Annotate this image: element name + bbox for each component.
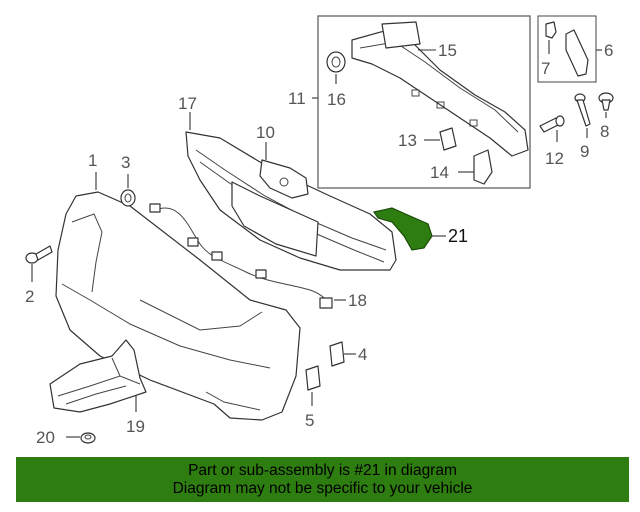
callout-15: 15 xyxy=(438,41,457,60)
callout-11: 11 xyxy=(288,89,306,108)
callout-13: 13 xyxy=(398,131,417,150)
bracket-21-highlighted xyxy=(373,207,433,251)
callout-7: 7 xyxy=(541,59,550,78)
retainer-5 xyxy=(305,365,321,391)
inset-box xyxy=(317,15,531,189)
clip-7 xyxy=(545,21,557,39)
callout-1: 1 xyxy=(88,151,97,170)
retainer-4 xyxy=(329,341,345,367)
callout-9: 9 xyxy=(580,142,589,161)
callout-4: 4 xyxy=(358,345,367,364)
banner-line-1: Part or sub-assembly is #21 in diagram xyxy=(188,462,457,479)
callout-2: 2 xyxy=(25,287,34,306)
callout-18: 18 xyxy=(348,291,367,310)
bracket-6 xyxy=(565,29,589,77)
bracket-10 xyxy=(259,159,309,199)
callout-20: 20 xyxy=(36,428,55,447)
callout-17: 17 xyxy=(178,94,197,113)
callout-14: 14 xyxy=(430,163,449,182)
under-shield xyxy=(49,339,147,413)
callout-10: 10 xyxy=(256,123,275,142)
nut-20 xyxy=(80,432,96,444)
bracket-14 xyxy=(473,149,493,185)
reinforcement-beam xyxy=(351,21,529,157)
banner-line-2: Diagram may not be specific to your vehi… xyxy=(172,480,473,497)
bolt-12 xyxy=(539,115,565,133)
grommet-16 xyxy=(326,51,346,73)
callout-21: 21 xyxy=(448,226,468,246)
callout-6: 6 xyxy=(604,41,613,60)
callout-19: 19 xyxy=(126,417,145,436)
clip-2 xyxy=(25,245,53,264)
grommet-3 xyxy=(120,189,136,207)
screw-8 xyxy=(598,92,614,111)
screw-9 xyxy=(574,93,591,127)
callout-5: 5 xyxy=(305,411,314,430)
bracket-13 xyxy=(439,127,457,151)
callout-16: 16 xyxy=(327,90,346,109)
info-banner: Part or sub-assembly is #21 in diagram D… xyxy=(16,457,629,502)
callout-3: 3 xyxy=(121,153,130,172)
callout-12: 12 xyxy=(545,149,564,168)
wiring-harness xyxy=(149,203,333,309)
callout-8: 8 xyxy=(600,122,609,141)
